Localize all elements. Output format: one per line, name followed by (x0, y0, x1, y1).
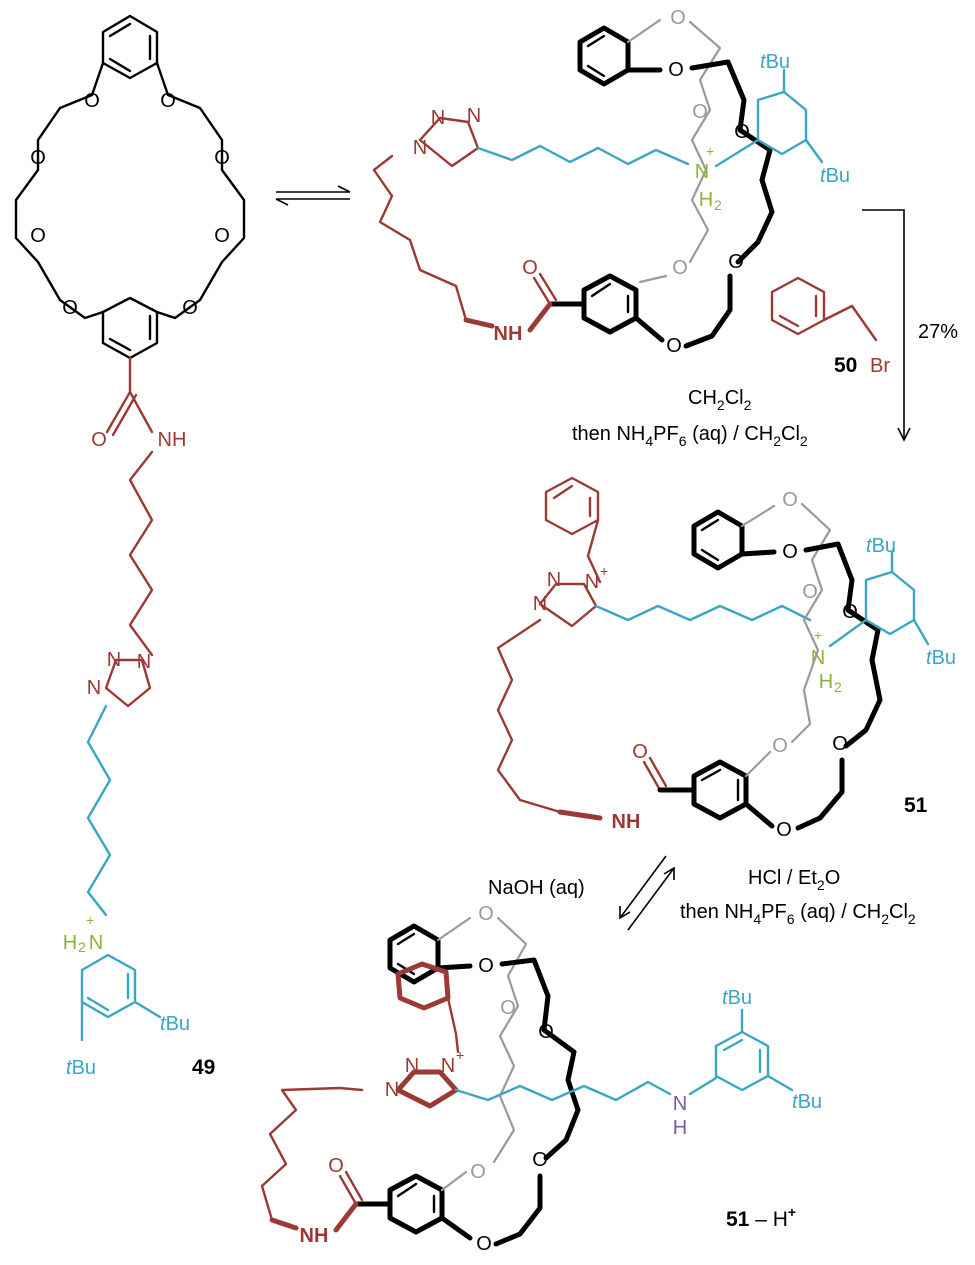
reagent-line-1: CH2Cl2 (688, 387, 752, 413)
atom-o: O (476, 1233, 492, 1255)
atom-n: N (467, 105, 481, 127)
atom-o: O (692, 101, 708, 123)
atom-h2: H (819, 671, 833, 693)
compound-51: N N N + NH O O O N + H 2 O O O (496, 476, 956, 841)
rotaxane-top: O O O O O O O O NH N N N N + (372, 7, 850, 357)
plus-charge: + (814, 627, 822, 643)
plus-charge: + (706, 143, 714, 159)
atom-o: O (728, 251, 744, 273)
atom-n: N (431, 107, 445, 129)
atom-o: O (182, 297, 198, 319)
atom-o-carbonyl: O (632, 741, 648, 763)
atom-o: O (776, 819, 792, 841)
reagent-naoh: NaOH (aq) (488, 877, 585, 899)
reagent-line-1: HCl / Et2O (748, 867, 840, 893)
atom-nh-amide: NH (158, 429, 187, 451)
tbu-label: tBu (792, 1091, 822, 1113)
atom-o: O (668, 59, 684, 81)
atom-n: N (385, 1079, 399, 1101)
atom-o: O (734, 121, 750, 143)
atom-o: O (666, 335, 682, 357)
atom-nh-amide: NH (494, 323, 523, 345)
atom-n: N (107, 649, 121, 671)
atom-o: O (214, 225, 230, 247)
atom-o-carbonyl: O (328, 1155, 344, 1177)
tbu-label: tBu (866, 535, 896, 557)
reaction-arrow-step1: 27% (862, 209, 958, 442)
tbu-label: tBu (926, 647, 956, 669)
atom-n-ammonium: N (695, 161, 709, 183)
atom-n: N (441, 1055, 455, 1077)
atom-o: O (672, 257, 688, 279)
atom-nh-amide: NH (300, 1225, 329, 1247)
atom-o: O (84, 90, 100, 112)
atom-nh-amide: NH (612, 811, 641, 833)
atom-o: O (214, 147, 230, 169)
atom-o: O (478, 903, 494, 925)
subscript-2: 2 (834, 679, 842, 695)
compound-49: O O O O O O O O O NH N N N H 2 N + (14, 14, 246, 1079)
atom-br: Br (870, 355, 890, 377)
plus-charge: + (456, 1047, 464, 1063)
compound-label-51: 51 (904, 794, 928, 817)
atom-o: O (842, 601, 858, 623)
atom-o: O (62, 297, 78, 319)
compound-label-51-minus-h: 51 – H+ (726, 1204, 796, 1231)
compound-50: Br 50 (770, 276, 890, 377)
atom-h-amine: H (673, 1117, 687, 1139)
atom-o: O (30, 225, 46, 247)
atom-h2: H (699, 189, 713, 211)
atom-o: O (802, 581, 818, 603)
atom-o: O (670, 7, 686, 29)
tbu-label: tBu (66, 1057, 96, 1079)
atom-o-carbonyl: O (91, 429, 107, 451)
subscript-2: 2 (78, 939, 86, 955)
compound-51-minus-h: O O O O O O O O NH N N N + (260, 903, 822, 1255)
ammonium-group: H 2 N + (63, 912, 103, 955)
tbu-label: tBu (820, 165, 850, 187)
subscript-2: 2 (714, 197, 722, 213)
atom-n: N (137, 651, 151, 673)
atom-o: O (160, 90, 176, 112)
atom-o: O (782, 541, 798, 563)
atom-o: O (782, 489, 798, 511)
atom-n: N (405, 1055, 419, 1077)
equilibrium-arrow (275, 185, 351, 206)
atom-o: O (772, 735, 788, 757)
atom-o-carbonyl: O (522, 257, 538, 279)
atom-o: O (500, 997, 516, 1019)
crown-ether-oxygens: O O O O O O O O (30, 90, 230, 319)
tbu-label: tBu (722, 987, 752, 1009)
compound-label-49: 49 (192, 1056, 215, 1079)
atom-n: N (87, 677, 101, 699)
atom-o: O (30, 147, 46, 169)
atom-nh-amine: N (673, 1093, 687, 1115)
compound-label-50: 50 (834, 354, 857, 377)
reagent-line-2: then NH4PF6 (aq) / CH2Cl2 (680, 901, 916, 927)
atom-n: N (413, 137, 427, 159)
reagents-step1: CH2Cl2 then NH4PF6 (aq) / CH2Cl2 (572, 387, 808, 449)
atom-n: N (533, 593, 547, 615)
atom-o: O (832, 733, 848, 755)
atom-n: N (547, 569, 561, 591)
reagent-line-2: then NH4PF6 (aq) / CH2Cl2 (572, 423, 808, 449)
atom-o: O (538, 1021, 554, 1043)
atom-o: O (478, 955, 494, 977)
atom-n-ammonium: N (89, 932, 103, 954)
tbu-label: tBu (160, 1013, 190, 1035)
atom-o: O (532, 1149, 548, 1171)
atom-h2n: H (63, 932, 77, 954)
tbu-label: tBu (760, 51, 790, 73)
atom-n: N (585, 571, 599, 593)
atom-o: O (470, 1161, 486, 1183)
plus-charge: + (600, 563, 608, 579)
yield-label: 27% (918, 321, 958, 343)
plus-charge: + (86, 912, 94, 928)
equilibrium-arrow-step2: NaOH (aq) HCl / Et2O then NH4PF6 (aq) / … (488, 855, 916, 931)
